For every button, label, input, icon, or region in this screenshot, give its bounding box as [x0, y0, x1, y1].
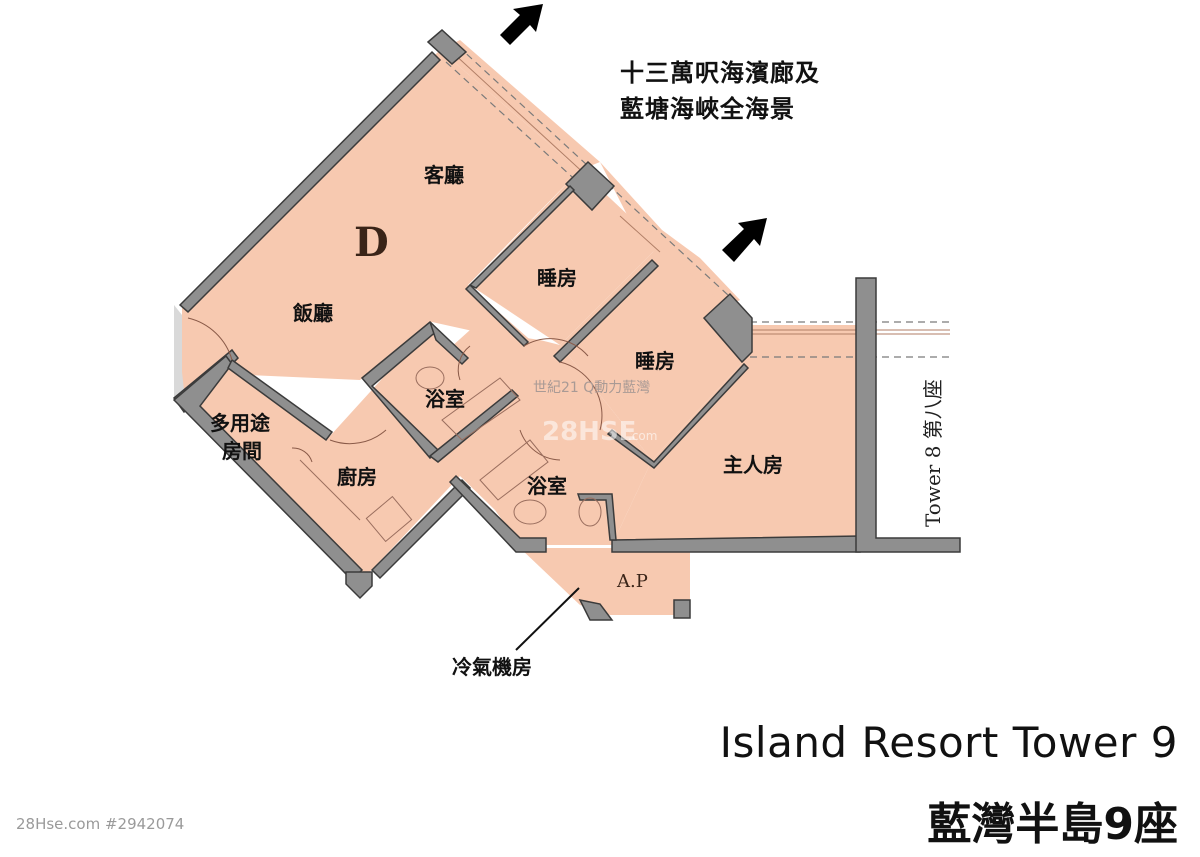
door-swings: [187, 317, 603, 463]
listing-id: 28Hse.com #2942074: [16, 815, 185, 833]
agency-watermark: 世紀21 Q動力藍灣: [533, 380, 650, 396]
balcony-rails: [451, 51, 950, 335]
utility-room-label-line2: 房間: [222, 439, 262, 463]
sea-view-note: 十三萬呎海濱廊及 藍塘海峽全海景: [620, 55, 820, 127]
view-arrows: [500, 4, 767, 262]
dining-room-label: 飯廳: [292, 301, 333, 325]
living-room-label: 客廳: [423, 163, 464, 187]
site-watermark-suffix: .com: [628, 429, 657, 443]
sea-view-note-line1: 十三萬呎海濱廊及: [620, 59, 820, 87]
arrow-northeast-icon: [722, 218, 767, 262]
ac-plant-room-label: 冷氣機房: [452, 655, 532, 679]
utility-room-label-line1: 多用途: [210, 411, 271, 435]
bedroom-1-label: 睡房: [537, 266, 577, 290]
arrow-northeast-icon: [500, 4, 543, 45]
title-english: Island Resort Tower 9: [719, 718, 1178, 767]
bathroom-2-label: 浴室: [527, 474, 567, 498]
unit-letter: D: [354, 219, 389, 266]
bedroom-2-label: 睡房: [635, 349, 675, 373]
ac-platform-label: A.P: [616, 571, 648, 592]
bathroom-1-label: 浴室: [425, 387, 465, 411]
site-watermark: 28HSE: [542, 417, 636, 447]
kitchen-label: 廚房: [337, 465, 377, 489]
fixtures: [299, 366, 602, 543]
title-chinese: 藍灣半島9座: [927, 799, 1178, 850]
tower-8-label: Tower 8 第八座: [921, 379, 945, 527]
ac-callout-line: [515, 587, 580, 651]
sea-view-note-line2: 藍塘海峽全海景: [620, 95, 795, 123]
master-bedroom-label: 主人房: [723, 453, 783, 477]
walls: [172, 28, 961, 621]
